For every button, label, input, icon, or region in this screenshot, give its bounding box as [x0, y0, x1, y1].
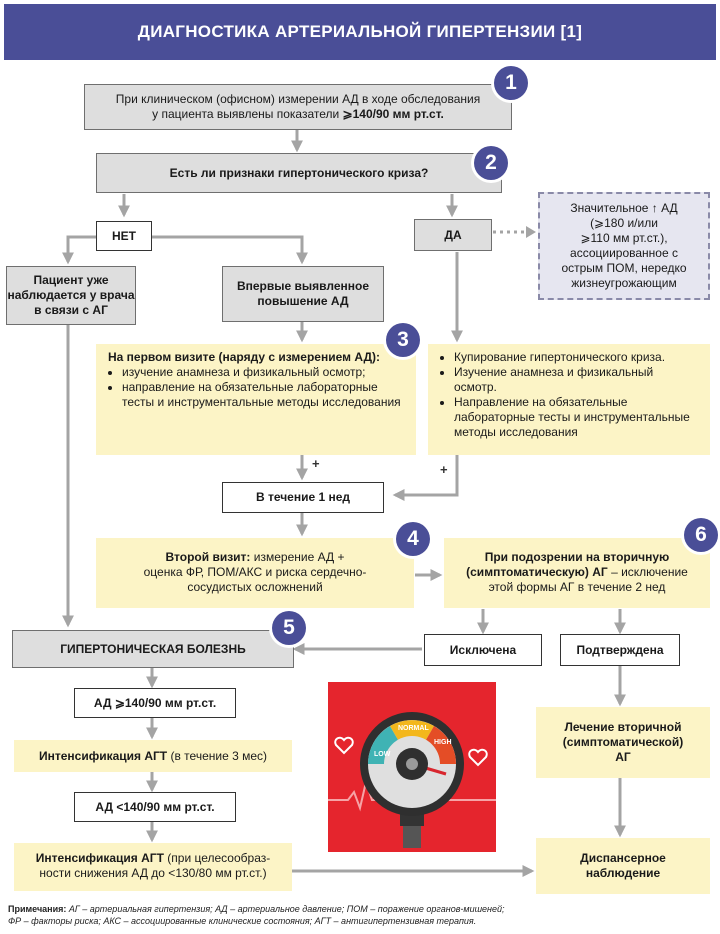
no-answer-box: НЕТ — [96, 221, 152, 251]
secondary-treatment-line: Лечение вторичной — [564, 720, 682, 734]
bp-high-box: АД ⩾140/90 мм рт.ст. — [74, 688, 236, 718]
first-visit-item: изучение анамнеза и физикальный осмотр; — [122, 365, 404, 380]
blood-pressure-gauge-illustration: LOW NORMAL HIGH — [328, 682, 496, 852]
gauge-high-label: HIGH — [434, 739, 452, 746]
first-visit-list: изучение анамнеза и физикальный осмотр; … — [108, 365, 404, 410]
step-badge-5: 5 — [272, 611, 306, 645]
first-visit-box: На первом визите (наряду с измерением АД… — [96, 344, 416, 455]
already-observed-line: Пациент уже — [33, 273, 109, 287]
yes-answer-label: ДА — [444, 227, 462, 242]
no-answer-label: НЕТ — [112, 228, 136, 243]
secondary-suspicion-box: При подозрении на вторичную (симптоматич… — [444, 538, 710, 608]
intensification-target-line1: Интенсификация АГТ (при целесообраз- — [35, 851, 271, 865]
dispensary-line: наблюдение — [585, 866, 661, 880]
crisis-question-text: Есть ли признаки гипертонического криза? — [169, 165, 429, 180]
crisis-note-line: (⩾180 и/или — [590, 216, 658, 230]
newly-detected-line: Впервые выявленное — [236, 279, 370, 293]
secondary-suspicion-line1: При подозрении на вторичную — [484, 550, 670, 564]
bp-low-box: АД <140/90 мм рт.ст. — [74, 792, 236, 822]
initial-measurement-line2: у пациента выявлены показатели ⩾140/90 м… — [152, 107, 444, 121]
crisis-action-item: Изучение анамнеза и физикальный осмотр. — [454, 365, 698, 395]
hypertensive-disease-label: ГИПЕРТОНИЧЕСКАЯ БОЛЕЗНЬ — [60, 641, 246, 656]
first-visit-title: На первом визите (наряду с измерением АД… — [108, 350, 380, 364]
crisis-note-line: Значительное ↑ АД — [570, 201, 678, 215]
footnotes-line2: ФР – факторы риска; АКС – ассоциированны… — [8, 916, 477, 926]
crisis-note-line: острым ПОМ, нередко — [561, 261, 687, 275]
secondary-treatment-line: (симптоматической) — [562, 735, 684, 749]
plus-sign: + — [312, 456, 320, 471]
bp-threshold: ⩾140/90 мм рт.ст. — [342, 107, 444, 121]
secondary-suspicion-line3: этой формы АГ в течение 2 нед — [488, 580, 666, 594]
second-visit-line1: Второй визит: измерение АД + — [165, 550, 345, 564]
crisis-definition-note: Значительное ↑ АД (⩾180 и/или ⩾110 мм рт… — [538, 192, 710, 300]
secondary-treatment-line: АГ — [615, 750, 631, 764]
second-visit-box: Второй визит: измерение АД + оценка ФР, … — [96, 538, 414, 608]
confirmed-label: Подтверждена — [576, 642, 664, 657]
hypertensive-disease-box: ГИПЕРТОНИЧЕСКАЯ БОЛЕЗНЬ — [12, 630, 294, 668]
plus-sign: + — [440, 462, 448, 477]
step-badge-3: 3 — [386, 323, 420, 357]
page-title: ДИАГНОСТИКА АРТЕРИАЛЬНОЙ ГИПЕРТЕНЗИИ [1] — [4, 4, 716, 60]
newly-detected-box: Впервые выявленное повышение АД — [222, 266, 384, 322]
already-observed-box: Пациент уже наблюдается у врача в связи … — [6, 266, 136, 325]
dispensary-box: Диспансерное наблюдение — [536, 838, 710, 894]
footnotes: Примечания: АГ – артериальная гипертензи… — [8, 903, 708, 927]
first-visit-item: направление на обязательные лабораторные… — [122, 380, 404, 410]
second-visit-line2: оценка ФР, ПОМ/АКС и риска сердечно- — [143, 565, 367, 579]
confirmed-box: Подтверждена — [560, 634, 680, 666]
secondary-suspicion-line2: (симптоматическую) АГ – исключение — [466, 565, 688, 579]
footnotes-line1: Примечания: АГ – артериальная гипертензи… — [8, 904, 505, 914]
already-observed-line: в связи с АГ — [34, 303, 108, 317]
one-week-label: В течение 1 нед — [255, 490, 351, 504]
excluded-label: Исключена — [449, 642, 517, 657]
initial-measurement-box: При клиническом (офисном) измерении АД в… — [84, 84, 512, 130]
bp-low-label: АД <140/90 мм рт.ст. — [95, 799, 215, 814]
already-observed-line: наблюдается у врача — [7, 288, 135, 302]
crisis-note-line: ассоциированное с — [570, 246, 678, 260]
yes-answer-box: ДА — [414, 219, 492, 251]
step-badge-1: 1 — [494, 66, 528, 100]
step-badge-4: 4 — [396, 522, 430, 556]
one-week-box: В течение 1 нед — [222, 482, 384, 513]
secondary-treatment-box: Лечение вторичной (симптоматической) АГ — [536, 707, 710, 778]
bp-high-label: АД ⩾140/90 мм рт.ст. — [93, 695, 217, 710]
crisis-note-line: ⩾110 мм рт.ст.), — [580, 231, 668, 245]
step-badge-6: 6 — [684, 518, 718, 552]
crisis-actions-box: Купирование гипертонического криза. Изуч… — [428, 344, 710, 455]
crisis-note-line: жизнеугрожающим — [571, 276, 677, 290]
gauge-normal-label: NORMAL — [398, 725, 429, 732]
intensification-target-box: Интенсификация АГТ (при целесообраз- нос… — [14, 843, 292, 891]
crisis-action-item: Купирование гипертонического криза. — [454, 350, 698, 365]
initial-measurement-line1: При клиническом (офисном) измерении АД в… — [115, 92, 481, 106]
step-badge-2: 2 — [474, 146, 508, 180]
intensification-target-line2: ности снижения АД до <130/80 мм рт.ст.) — [39, 866, 267, 880]
gauge-low-label: LOW — [374, 751, 391, 758]
excluded-box: Исключена — [424, 634, 542, 666]
crisis-question-box: Есть ли признаки гипертонического криза? — [96, 153, 502, 193]
intensification-period: (в течение 3 мес) — [167, 749, 268, 763]
crisis-actions-list: Купирование гипертонического криза. Изуч… — [440, 350, 698, 440]
second-visit-line3: сосудистых осложнений — [187, 580, 323, 594]
intensification-title: Интенсификация АГТ — [38, 749, 168, 763]
newly-detected-line: повышение АД — [257, 294, 349, 308]
intensification-3m-box: Интенсификация АГТ (в течение 3 мес) — [14, 740, 292, 772]
crisis-action-item: Направление на обязательные лабораторные… — [454, 395, 698, 440]
dispensary-line: Диспансерное — [580, 851, 666, 865]
